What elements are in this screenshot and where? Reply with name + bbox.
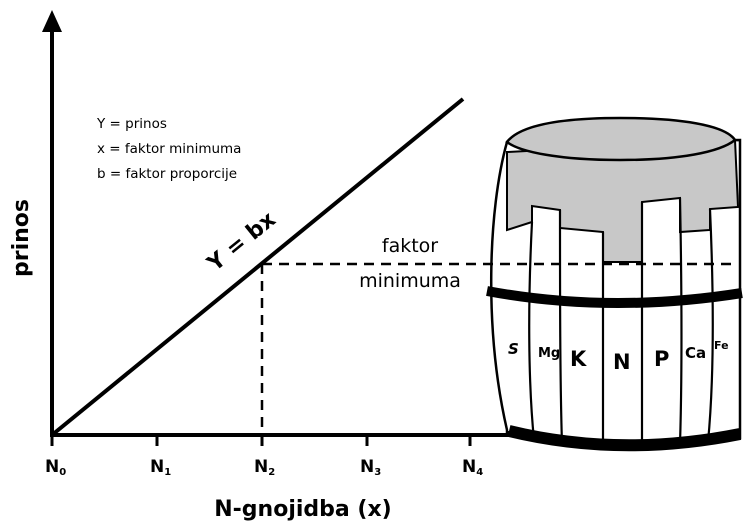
line-equation-label: Y = bx [202, 207, 280, 277]
legend-item-b: b = faktor proporcije [97, 166, 237, 182]
stave-label-p: P [654, 347, 669, 371]
x-tick-label-n4: N4 [462, 457, 483, 478]
stave-edge-6 [706, 208, 714, 443]
x-axis-label: N-gnojidba (x) [214, 497, 391, 522]
stave-labels: S Mg K N P Ca Fe [508, 339, 729, 374]
axes [42, 10, 510, 446]
stave-edge-1 [528, 221, 536, 441]
guide-lines [260, 262, 736, 433]
stave-label-mg: Mg [538, 346, 560, 361]
yield-line [50, 97, 465, 437]
stave-edge-2 [558, 209, 564, 445]
barrel-upper-band [486, 286, 743, 309]
annotation-line-1: faktor [382, 235, 438, 257]
x-tick-label-n2: N2 [254, 457, 275, 478]
y-axis-label: prinos [9, 199, 34, 277]
x-axis-ticks [50, 435, 472, 446]
barrel-lower-band [507, 425, 742, 452]
stave-label-s: S [508, 340, 519, 358]
stave-edge-5 [678, 197, 683, 445]
x-tick-label-n0: N0 [45, 457, 66, 478]
legend: Y = prinos x = faktor minimuma b = fakto… [96, 116, 241, 182]
legend-item-y: Y = prinos [96, 116, 167, 132]
stave-label-ca: Ca [685, 344, 706, 362]
legend-item-x: x = faktor minimuma [97, 141, 241, 157]
x-tick-labels: N0 N1 N2 N3 N4 [45, 457, 483, 478]
y-axis-arrow-icon [42, 10, 62, 32]
barrel-top-rim [505, 116, 737, 162]
stave-label-n: N [613, 350, 631, 374]
minimum-factor-annotation: faktor minimuma [350, 235, 470, 292]
barrel: S Mg K N P Ca Fe [486, 116, 743, 452]
annotation-line-2: minimuma [359, 270, 461, 292]
annotation-backdrop [350, 268, 470, 290]
stave-label-fe: Fe [714, 339, 729, 352]
stave-label-k: K [570, 347, 587, 371]
x-tick-label-n1: N1 [150, 457, 171, 478]
x-tick-label-n3: N3 [360, 457, 381, 478]
barrel-staves [528, 197, 714, 446]
